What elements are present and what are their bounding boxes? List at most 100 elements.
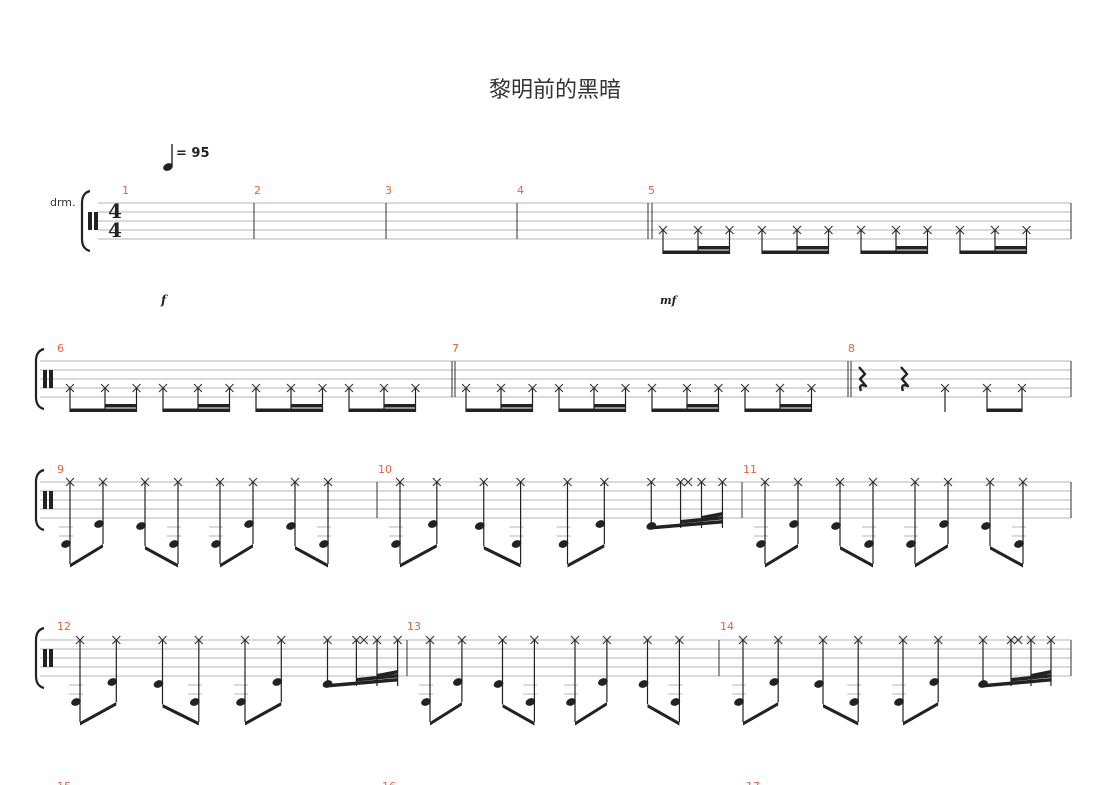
notehead (319, 540, 329, 548)
beam (80, 702, 117, 726)
beam (291, 404, 323, 408)
notehead (939, 520, 949, 528)
beam (903, 702, 939, 726)
beam (762, 250, 829, 254)
beam (559, 408, 626, 412)
beam (701, 512, 723, 520)
beam (256, 408, 323, 412)
quarter-rest (900, 366, 910, 392)
notehead (929, 678, 940, 686)
beam (987, 408, 1022, 412)
beam (594, 404, 626, 408)
beam (765, 544, 798, 568)
notehead (153, 680, 164, 688)
beam (70, 408, 137, 412)
notehead (211, 540, 221, 548)
beam (823, 704, 859, 726)
beam (680, 516, 723, 524)
notehead (894, 698, 904, 706)
beam (743, 702, 779, 726)
time-sig-numerator: 4 (108, 199, 122, 223)
beam (960, 250, 1027, 254)
notehead (453, 678, 463, 686)
notehead (864, 540, 874, 548)
measure-number: 17 (746, 780, 760, 785)
beam (245, 702, 282, 726)
notehead (511, 540, 522, 548)
measure-number: 1 (122, 184, 129, 197)
percussion-clef (43, 370, 47, 388)
percussion-clef (43, 491, 47, 509)
notehead (286, 522, 296, 530)
measure-number: 13 (407, 620, 421, 633)
measure-number: 10 (378, 463, 392, 476)
beam (995, 246, 1027, 250)
beam (70, 544, 103, 568)
notehead (474, 522, 485, 530)
quarter-rest (858, 366, 868, 392)
beam (652, 408, 719, 412)
beam (575, 702, 607, 726)
beam (990, 546, 1023, 568)
system-bracket (34, 347, 45, 411)
measure-number: 3 (385, 184, 392, 197)
measure-number: 15 (57, 780, 71, 785)
measure-number: 4 (517, 184, 524, 197)
notehead (169, 540, 179, 548)
notehead (391, 540, 401, 548)
beam (840, 546, 873, 568)
notehead (244, 520, 254, 528)
percussion-clef (43, 649, 47, 667)
system-bracket (34, 626, 45, 690)
tempo-marking: = 95 (176, 146, 210, 161)
beam (797, 246, 829, 250)
beam (377, 670, 398, 678)
measure-number: 11 (743, 463, 757, 476)
beam (698, 246, 730, 250)
beam (349, 408, 416, 412)
beam (915, 544, 948, 568)
beam (400, 544, 437, 568)
notehead (428, 520, 438, 528)
notehead (849, 698, 860, 706)
notehead (789, 520, 799, 528)
beam (1011, 674, 1051, 682)
time-sig-denominator: 4 (108, 218, 122, 242)
notehead (107, 678, 118, 686)
x-notehead (1013, 635, 1023, 645)
notehead (906, 540, 916, 548)
instrument-label: drm. (50, 196, 76, 209)
notehead (814, 680, 824, 688)
beam (145, 546, 178, 568)
notehead (71, 698, 81, 706)
notehead (769, 678, 780, 686)
beam (198, 404, 230, 408)
beam (861, 250, 928, 254)
beam (780, 404, 812, 408)
beam (384, 404, 416, 408)
percussion-clef (49, 649, 53, 667)
notehead (94, 520, 104, 528)
beam (430, 702, 462, 726)
beam (687, 404, 719, 408)
notehead (61, 540, 71, 548)
beam (483, 546, 521, 568)
measure-number: 9 (57, 463, 64, 476)
measure-number: 7 (452, 342, 459, 355)
notehead (670, 698, 681, 706)
notehead (272, 678, 283, 686)
percussion-clef (88, 212, 92, 230)
system-bracket (34, 468, 45, 532)
beam (105, 404, 137, 408)
notehead (236, 698, 246, 706)
beam (745, 408, 812, 412)
beam (983, 678, 1051, 688)
measure-number: 2 (254, 184, 261, 197)
dynamic-mf: mf (660, 294, 679, 307)
x-notehead (683, 477, 693, 487)
beam (501, 404, 533, 408)
beam (356, 674, 398, 682)
measure-number: 14 (720, 620, 734, 633)
notehead (1014, 540, 1024, 548)
